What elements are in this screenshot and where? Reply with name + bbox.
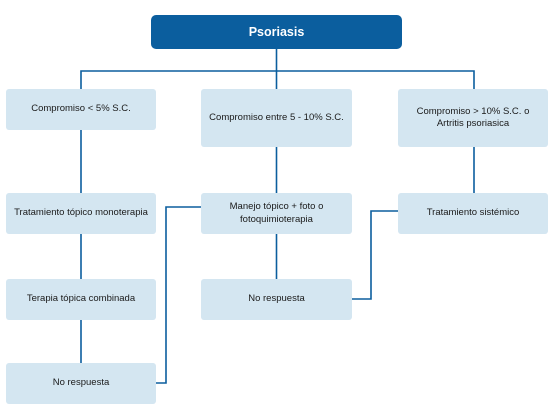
connector-root-branch <box>80 70 475 89</box>
node-criterion-over-10-label: Compromiso > 10% S.C. o Artritis psorias… <box>416 105 530 129</box>
connector-col1-no-response-to-col2-treatment <box>156 206 201 384</box>
node-psoriasis: Psoriasis <box>151 15 402 49</box>
node-systemic-treatment-label: Tratamiento sistémico <box>426 207 520 219</box>
node-topical-plus-phototherapy-label: Manejo tópico + foto o fotoquimioterapia <box>229 201 324 225</box>
node-no-response-left: No respuesta <box>6 363 156 404</box>
node-combined-topical-therapy-label: Terapia tópica combinada <box>26 293 136 305</box>
node-criterion-5-to-10: Compromiso entre 5 - 10% S.C. <box>201 89 352 147</box>
connector-col2-no-response-to-col3-treatment <box>352 210 398 300</box>
node-no-response-left-label: No respuesta <box>52 377 110 389</box>
node-systemic-treatment: Tratamiento sistémico <box>398 193 548 234</box>
node-psoriasis-label: Psoriasis <box>248 24 305 39</box>
node-criterion-5-to-10-label: Compromiso entre 5 - 10% S.C. <box>209 111 344 123</box>
node-no-response-middle: No respuesta <box>201 279 352 320</box>
node-criterion-under-5: Compromiso < 5% S.C. <box>6 89 156 130</box>
node-topical-plus-phototherapy: Manejo tópico + foto o fotoquimioterapia <box>201 193 352 234</box>
node-criterion-over-10: Compromiso > 10% S.C. o Artritis psorias… <box>398 89 548 147</box>
node-topical-monotherapy-label: Tratamiento tópico monoterapia <box>14 207 148 219</box>
node-combined-topical-therapy: Terapia tópica combinada <box>6 279 156 320</box>
node-no-response-middle-label: No respuesta <box>248 293 305 305</box>
node-topical-monotherapy: Tratamiento tópico monoterapia <box>6 193 156 234</box>
node-criterion-under-5-label: Compromiso < 5% S.C. <box>31 103 131 115</box>
